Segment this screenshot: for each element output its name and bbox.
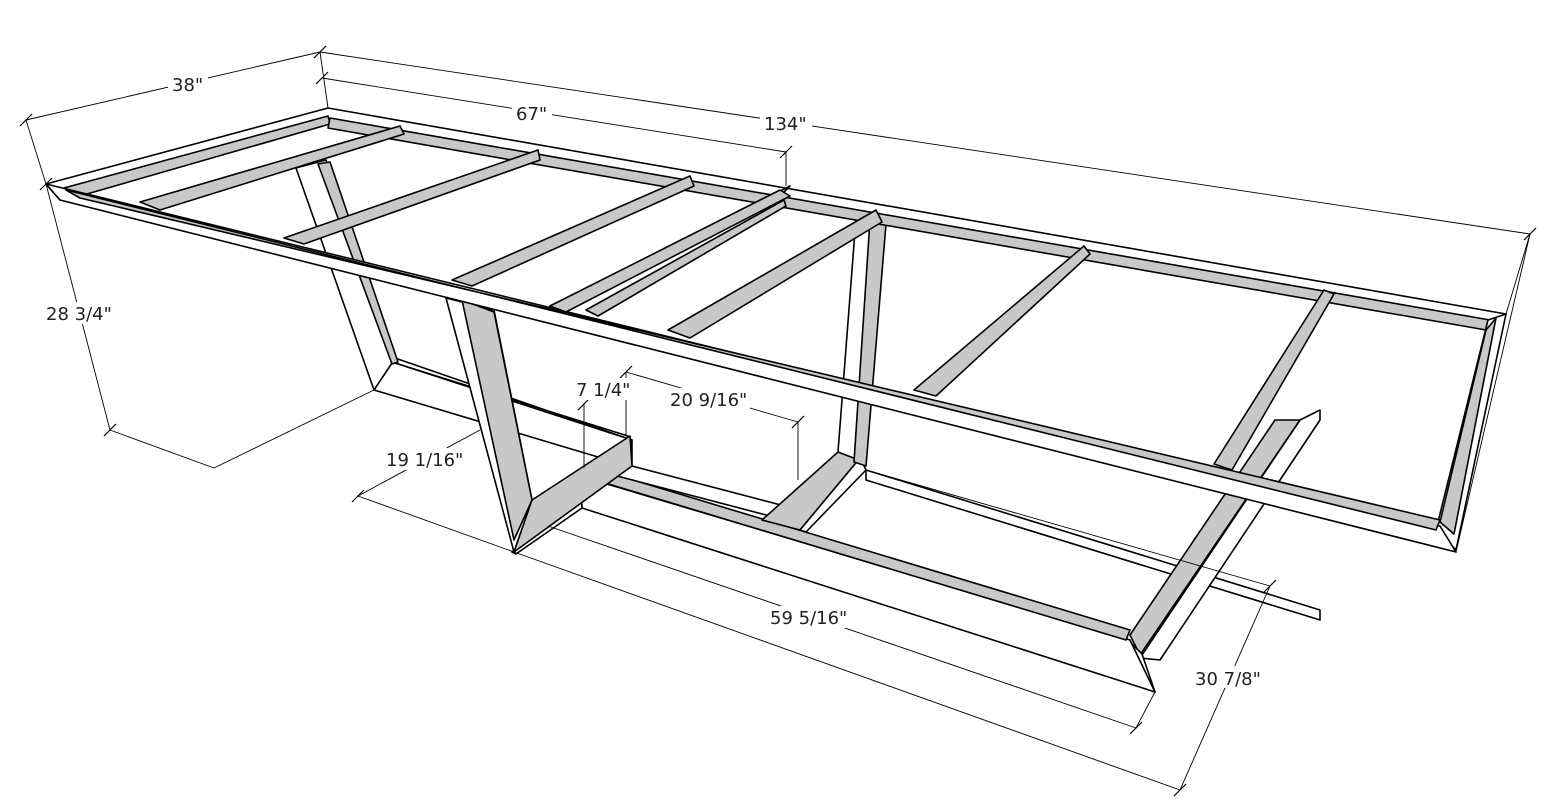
label-bg [1192, 666, 1264, 688]
dim-label-134: 134" [764, 114, 807, 135]
dim-tick [39, 177, 53, 191]
dim-ext [25, 119, 47, 185]
top-slat-6 [667, 209, 883, 339]
label-bg [168, 72, 208, 94]
top-slat-7 [913, 245, 1091, 397]
dim-ext [213, 389, 375, 469]
dim-label-67: 67" [516, 104, 547, 125]
dim-tick [315, 71, 329, 85]
dim-line-ext-long [513, 551, 1181, 791]
label-bg [574, 378, 634, 400]
dim-label-20-9-16: 20 9/16" [670, 390, 747, 411]
top-slat-8 [1213, 289, 1335, 471]
top-slat-3 [451, 175, 695, 287]
label-bg [44, 302, 116, 324]
top-end-right-inner [1439, 317, 1497, 535]
dim-label-38: 38" [172, 75, 203, 96]
leg-right [837, 217, 887, 467]
dimension-labels: 38" 67" 134" 28 3/4" 7 1/4" 20 9/16" 19 … [44, 72, 1264, 690]
dim-label-28-3-4: 28 3/4" [46, 304, 112, 325]
base-rail-near [579, 475, 1156, 693]
top-slat-2 [283, 149, 541, 245]
top-rail-far-left-inner [63, 115, 331, 197]
dim-ext [865, 469, 1271, 587]
dim-ext [1505, 233, 1531, 315]
dim-label-19-1-16: 19 1/16" [386, 450, 463, 471]
label-bg [382, 448, 466, 470]
top-slat-1 [139, 125, 405, 211]
dim-label-7-1-4: 7 1/4" [576, 380, 630, 401]
leg-left-foot-cross [513, 435, 633, 553]
dim-ext [357, 495, 515, 553]
dim-ext [1135, 691, 1156, 729]
top-rail-near-inner [65, 189, 1441, 531]
dim-label-59-5-16: 59 5/16" [770, 608, 847, 629]
label-bg [760, 112, 812, 134]
label-bg [666, 388, 750, 410]
label-bg [512, 102, 552, 124]
dim-line-67 [321, 77, 787, 153]
dim-ext [109, 429, 215, 469]
top-slat-4 [549, 189, 791, 313]
dim-tick [1173, 783, 1187, 797]
dim-line-134 [319, 51, 1531, 235]
label-bg [766, 606, 850, 628]
dim-ext [319, 51, 329, 109]
top-frame [45, 107, 1507, 553]
dim-label-30-7-8: 30 7/8" [1195, 669, 1261, 690]
base-rail-near-top [581, 469, 1131, 641]
dim-ext [1455, 233, 1531, 553]
top-slat-5 [585, 199, 787, 317]
